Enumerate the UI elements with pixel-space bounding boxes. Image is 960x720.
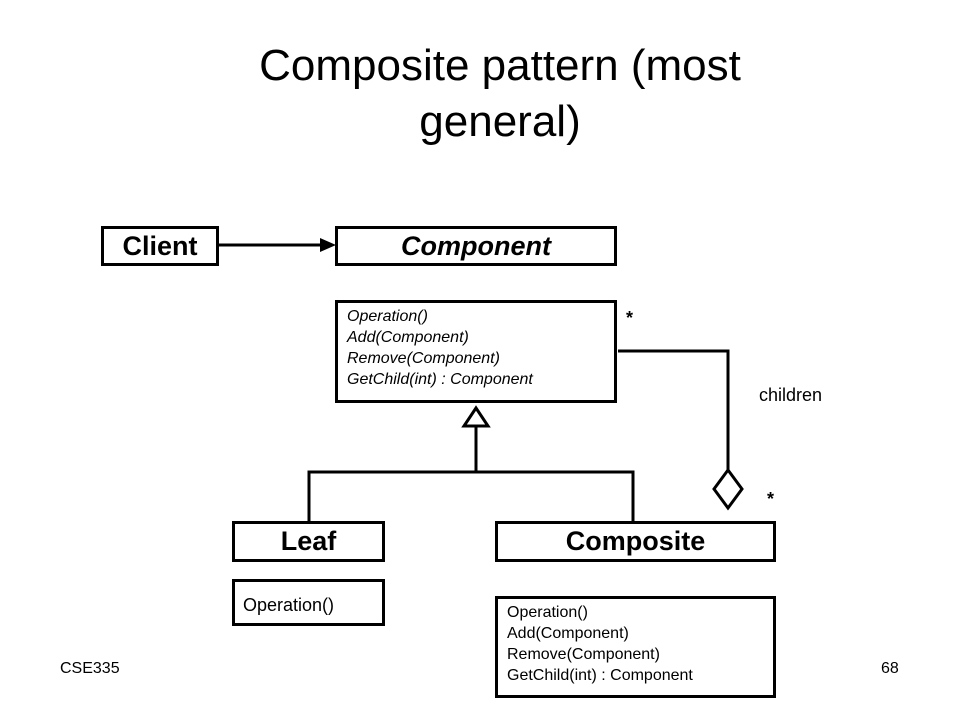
composite-class-name: Composite	[565, 526, 706, 556]
aggregation-diamond	[712, 467, 744, 511]
leaf-operations-box: Operation()	[232, 579, 385, 626]
title-line-1: Composite pattern (most	[259, 41, 741, 90]
footer-page-number: 68	[881, 660, 899, 677]
component-operation: Add(Component)	[347, 329, 469, 346]
component-operation: Remove(Component)	[347, 350, 500, 367]
composite-operations-box: Operation() Add(Component) Remove(Compon…	[495, 596, 776, 698]
multiplicity-bottom: *	[767, 489, 775, 509]
association-arrowhead	[320, 238, 336, 252]
component-operations-box: Operation() Add(Component) Remove(Compon…	[335, 300, 617, 403]
title-line-2: general)	[419, 97, 581, 146]
footer-course: CSE335	[60, 660, 120, 677]
generalization-triangle	[461, 405, 491, 428]
composite-class-box: Composite	[495, 521, 776, 562]
leaf-operation: Operation()	[243, 595, 335, 615]
multiplicity-top: *	[626, 308, 634, 328]
composite-operation: Operation()	[507, 604, 588, 621]
composite-operation: GetChild(int) : Component	[507, 667, 693, 684]
component-operation: Operation()	[347, 308, 428, 325]
composite-operation: Remove(Component)	[507, 646, 660, 663]
children-aggregation-line	[618, 349, 730, 470]
component-class-name: Component	[401, 231, 551, 261]
component-class-box: Component	[335, 226, 617, 266]
leaf-class-name: Leaf	[280, 526, 337, 556]
slide-title: Composite pattern (most general)	[0, 38, 960, 150]
component-operation: GetChild(int) : Component	[347, 371, 533, 388]
composite-operation: Add(Component)	[507, 625, 629, 642]
children-role-label: children	[759, 385, 823, 405]
generalization-branch	[307, 470, 635, 522]
client-class-box: Client	[101, 226, 219, 266]
leaf-class-box: Leaf	[232, 521, 385, 562]
client-class-name: Client	[122, 231, 198, 261]
